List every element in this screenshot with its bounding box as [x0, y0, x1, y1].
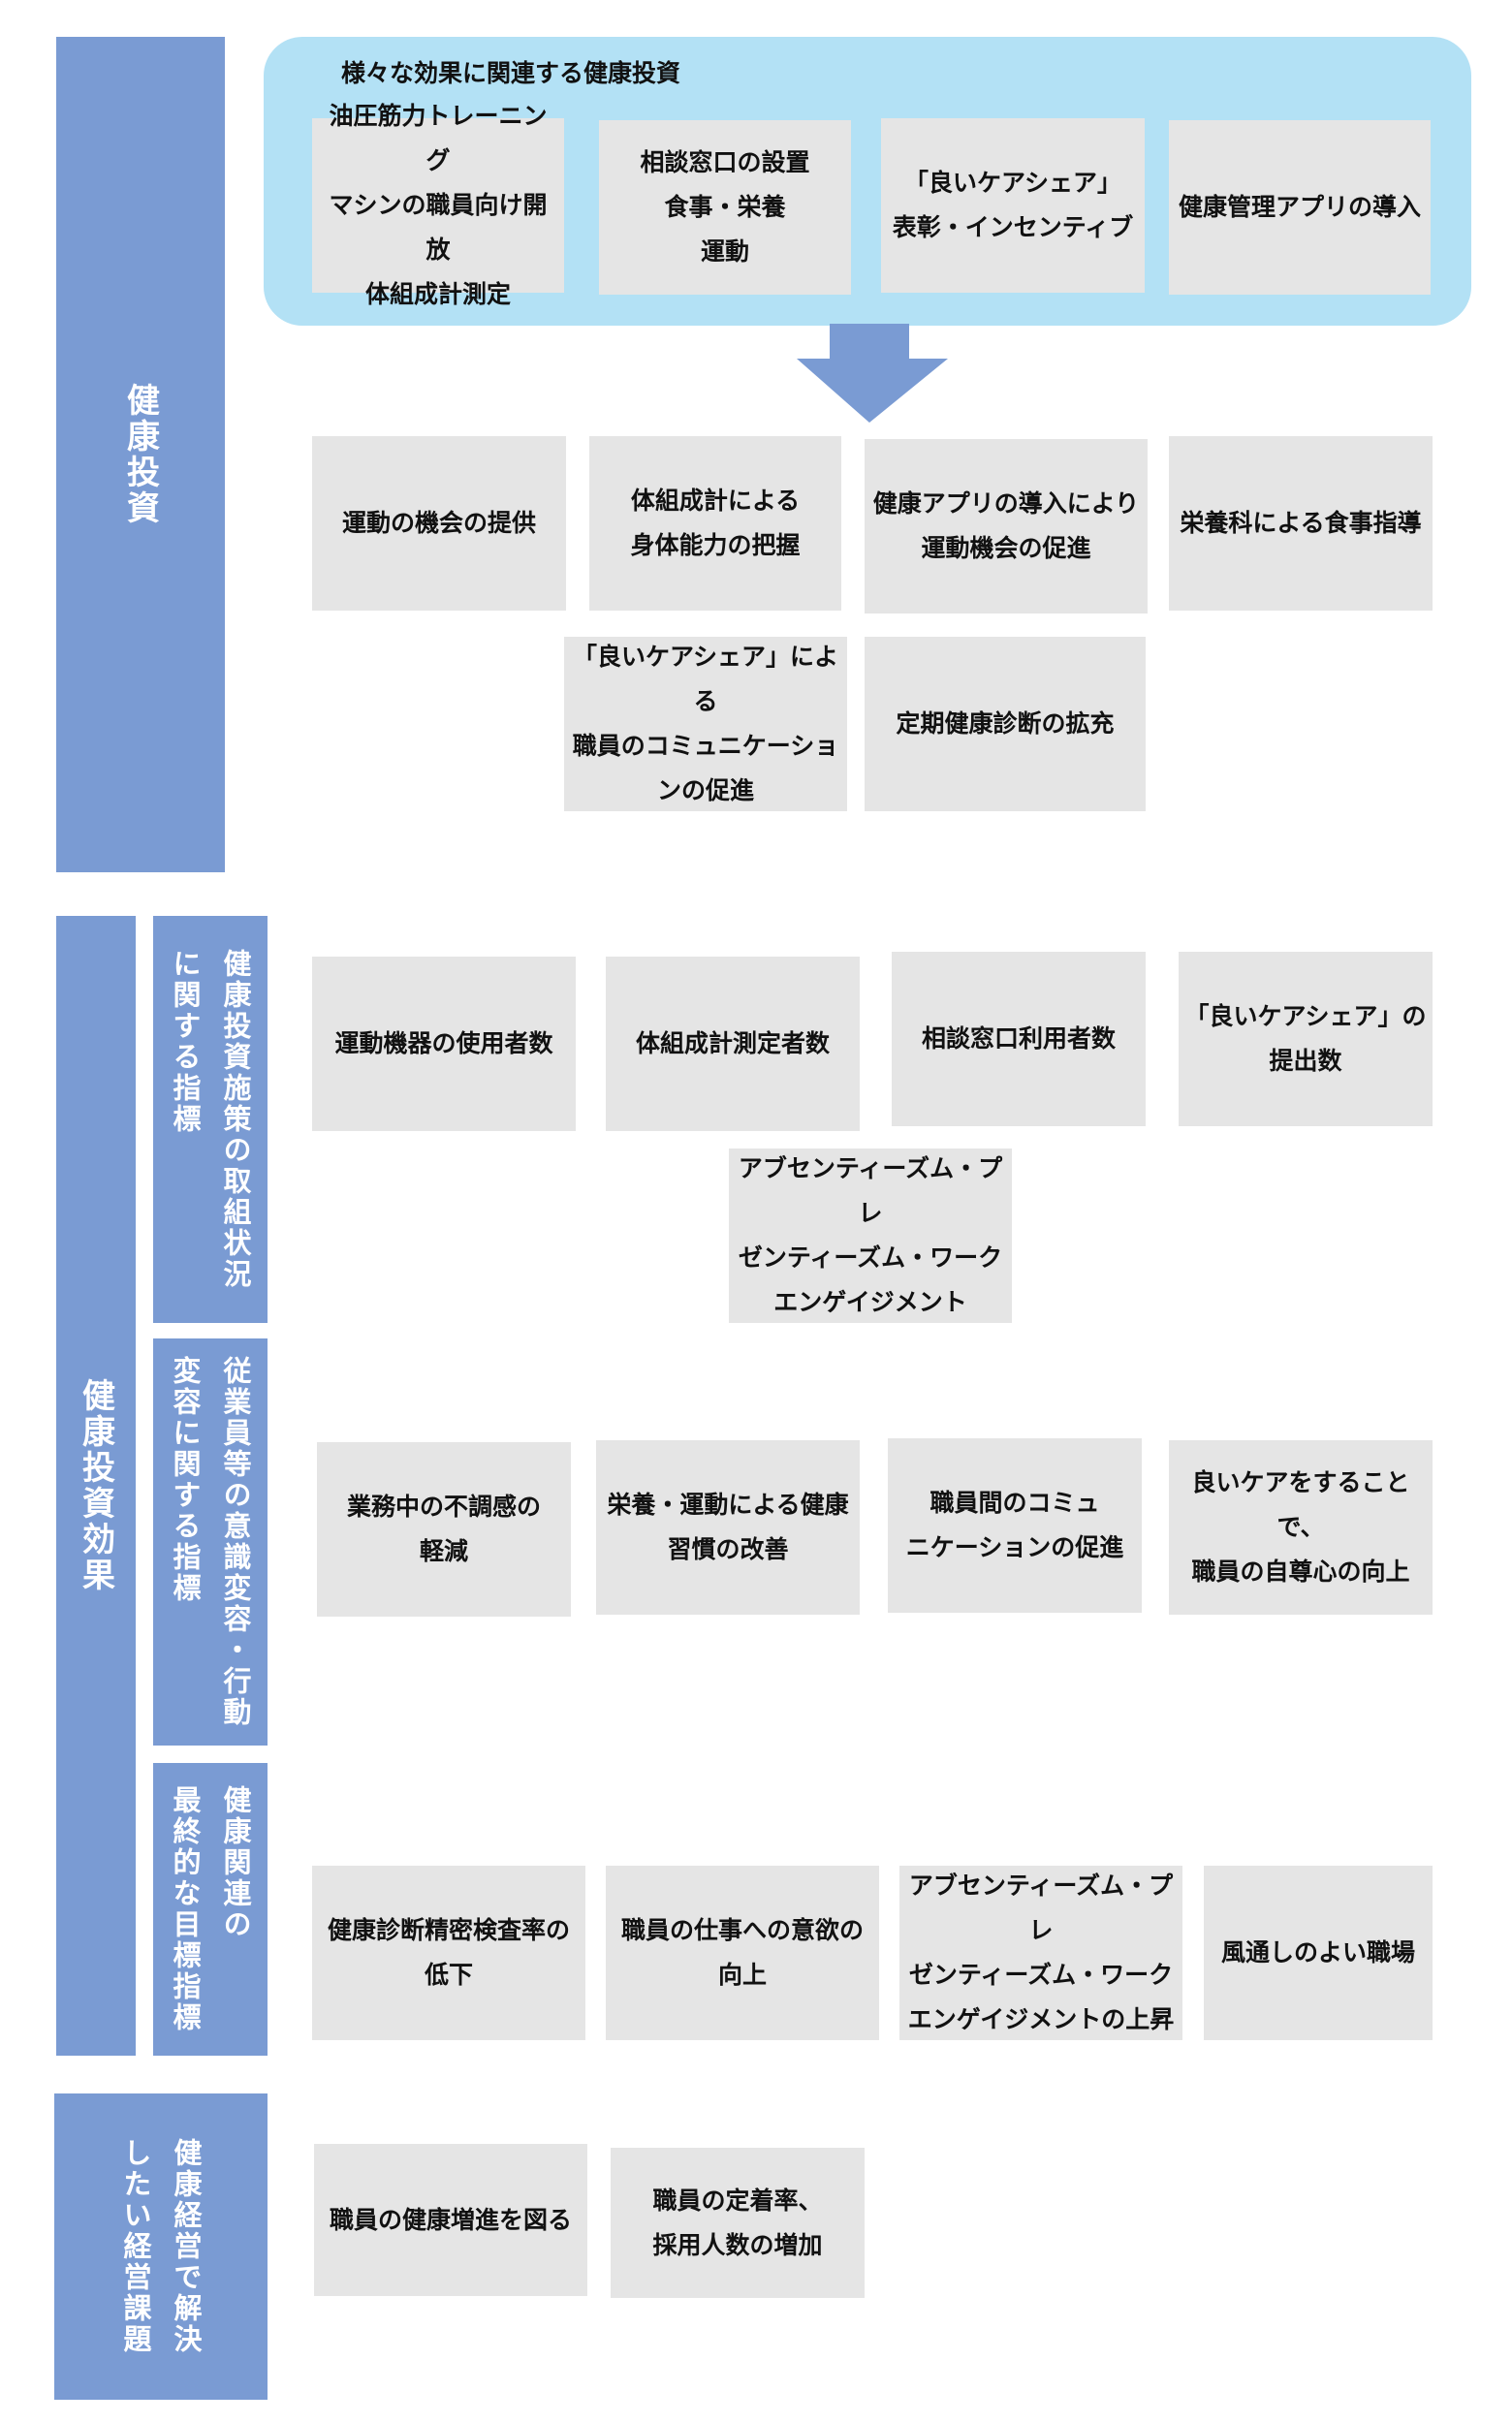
- indicator-box: 相談窓口利用者数: [892, 952, 1146, 1126]
- issue-box: 職員の定着率、 採用人数の増加: [611, 2148, 865, 2298]
- investment-box: 相談窓口の設置 食事・栄養 運動: [599, 120, 851, 295]
- indicator-box: 風通しのよい職場: [1204, 1866, 1433, 2040]
- indicator-box: 健康診断精密検査率の 低下: [312, 1866, 585, 2040]
- issue-box: 職員の健康増進を図る: [314, 2144, 587, 2296]
- group-label-awareness-change: 従業員等の意識変容・行動 変容に関する指標: [153, 1338, 268, 1746]
- investment-box: 健康管理アプリの導入: [1169, 120, 1431, 295]
- outcome-box: 体組成計による 身体能力の把握: [589, 436, 841, 611]
- outcome-box: 運動の機会の提供: [312, 436, 566, 611]
- outcome-box: 栄養科による食事指導: [1169, 436, 1433, 611]
- indicator-box: 職員の仕事への意欲の 向上: [606, 1866, 879, 2040]
- section-label-health-investment: 健康投資: [56, 37, 225, 872]
- outcome-box: 「良いケアシェア」による 職員のコミュニケーショ ンの促進: [564, 637, 847, 811]
- indicator-box: 運動機器の使用者数: [312, 957, 576, 1131]
- cloud-title: 様々な効果に関連する健康投資: [341, 59, 681, 87]
- indicator-box: 良いケアをすることで、 職員の自尊心の向上: [1169, 1440, 1433, 1615]
- indicator-box: 栄養・運動による健康 習慣の改善: [596, 1440, 860, 1615]
- indicator-box: 体組成計測定者数: [606, 957, 860, 1131]
- investment-box: 油圧筋力トレーニング マシンの職員向け開放 体組成計測定: [312, 102, 564, 308]
- investment-box: 「良いケアシェア」 表彰・インセンティブ: [881, 118, 1145, 293]
- outcome-box: 健康アプリの導入により 運動機会の促進: [865, 439, 1148, 614]
- group-label-initiative-status: 健康投資施策の取組状況 に関する指標: [153, 916, 268, 1323]
- indicator-box: 業務中の不調感の 軽減: [317, 1442, 571, 1617]
- section-label-investment-effect: 健康投資効果: [56, 916, 136, 2056]
- indicator-box: アブセンティーズム・プレ ゼンティーズム・ワーク エンゲイジメントの上昇: [899, 1866, 1182, 2040]
- section-label-management-issues: 健康経営で解決 したい経営課題: [54, 2093, 268, 2400]
- group-label-final-goal: 健康関連の 最終的な目標指標: [153, 1763, 268, 2056]
- indicator-box: 職員間のコミュ ニケーションの促進: [888, 1438, 1142, 1613]
- indicator-box: 「良いケアシェア」の 提出数: [1179, 952, 1433, 1126]
- down-arrow-icon: [797, 324, 948, 423]
- indicator-box: アブセンティーズム・プレ ゼンティーズム・ワーク エンゲイジメント: [729, 1149, 1012, 1323]
- outcome-box: 定期健康診断の拡充: [865, 637, 1146, 811]
